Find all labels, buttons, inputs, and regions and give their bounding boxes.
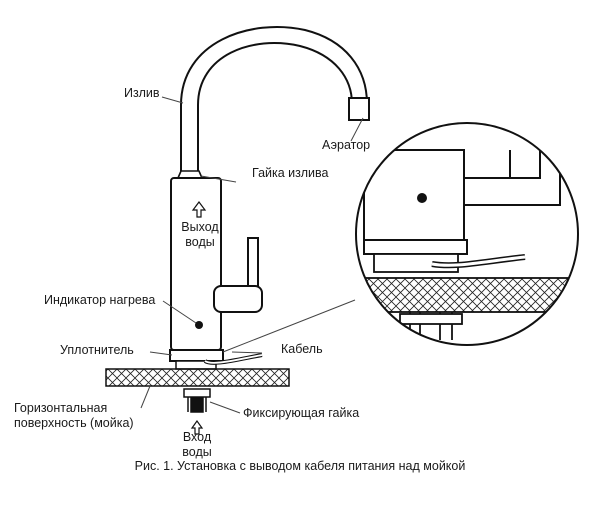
zoom-detail [355, 122, 579, 346]
countertop [105, 368, 290, 387]
water-in-arrow [190, 419, 204, 435]
label-seal: Уплотнитель [60, 343, 134, 357]
seal-ring [169, 349, 224, 362]
spout-nut [176, 170, 204, 179]
label-aerator: Аэратор [322, 138, 371, 152]
water-out-arrow [191, 201, 207, 218]
heat-indicator-dot [195, 321, 203, 329]
fixing-nut [183, 388, 211, 413]
label-spout: Излив [124, 86, 160, 100]
label-spout-nut: Гайка излива [252, 166, 329, 180]
aerator [348, 97, 370, 121]
label-surface-line1: Горизонтальная [14, 401, 108, 415]
spout [180, 26, 368, 172]
label-water-out-line2: воды [185, 235, 215, 249]
lever-handle [213, 237, 263, 313]
label-cable: Кабель [281, 342, 323, 356]
label-water-out-line1: Выход [181, 220, 219, 234]
label-water-out: Выход воды [175, 220, 225, 250]
figure-caption: Рис. 1. Установка с выводом кабеля питан… [134, 459, 466, 473]
label-surface: Горизонтальная поверхность (мойка) [14, 401, 134, 431]
label-heat-indicator: Индикатор нагрева [44, 293, 156, 307]
label-water-in-line2: воды [182, 445, 212, 459]
label-water-in-line1: Вход [182, 430, 212, 444]
label-water-in: Вход воды [172, 430, 222, 460]
label-fixing-nut: Фиксирующая гайка [243, 406, 360, 420]
leader-lines [140, 96, 364, 414]
label-surface-line2: поверхность (мойка) [14, 416, 134, 430]
